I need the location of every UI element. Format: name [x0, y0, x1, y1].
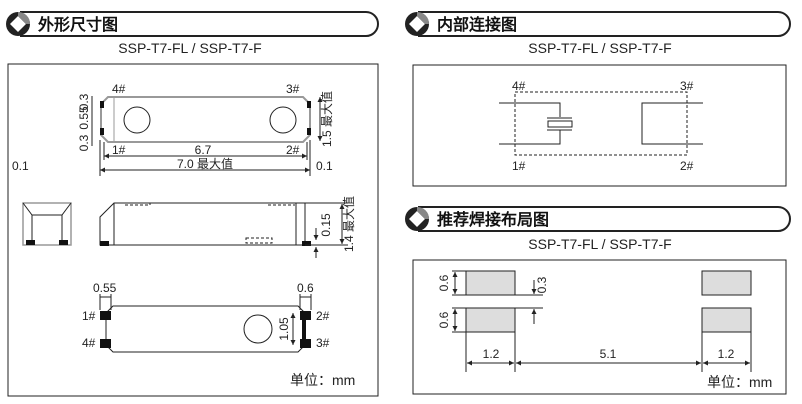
- section-title: 推荐焊接布局图: [437, 210, 549, 229]
- pin-label: 3#: [286, 82, 300, 96]
- dimension-label: 0.55: [77, 106, 91, 130]
- model-name: SSP-T7-FL / SSP-T7-F: [528, 40, 671, 56]
- pin-label: 2#: [316, 309, 330, 323]
- dimension-label: 0.6: [297, 281, 314, 295]
- pin-label: 1#: [82, 309, 96, 323]
- pin-label: 3#: [680, 79, 694, 93]
- dimension-label: 0.55: [93, 281, 117, 295]
- unit-label: 单位：mm: [290, 372, 355, 388]
- diamond-bullet-icon: [6, 12, 30, 36]
- bottom-view: 1.05 0.55 0.6 1# 4# 2# 3#: [82, 281, 330, 353]
- internal-circuit: 4# 3# 1# 2#: [499, 79, 703, 173]
- pin-label: 1#: [112, 143, 126, 157]
- outline-frame: [7, 63, 379, 397]
- dimension-label: 6.7: [195, 143, 212, 157]
- pin-label: 2#: [680, 159, 694, 173]
- side-view: 0.15 1.4 最大值: [99, 196, 356, 258]
- section-title: 外形尺寸图: [37, 15, 118, 34]
- dimension-label: 5.1: [600, 347, 617, 361]
- top-view: 4# 3# 1# 2# 6.7 7.0 最大值 0.1 0.1 0.3 0.55…: [12, 82, 334, 176]
- diamond-bullet-icon: [405, 207, 429, 231]
- dimension-label: 0.6: [437, 311, 451, 328]
- model-name: SSP-T7-FL / SSP-T7-F: [528, 236, 671, 252]
- footprint-frame: [412, 259, 787, 395]
- dimension-label: 1.4 最大值: [341, 196, 356, 252]
- pin-label: 4#: [112, 82, 126, 96]
- diamond-bullet-icon: [405, 12, 429, 36]
- section-title: 内部连接图: [437, 15, 517, 34]
- model-name: SSP-T7-FL / SSP-T7-F: [118, 40, 261, 56]
- dimension-label: 1.05: [277, 317, 291, 341]
- dimension-label: 1.2: [483, 347, 500, 361]
- pin-label: 4#: [512, 79, 526, 93]
- internal-frame: [412, 64, 787, 187]
- dimension-label: 0.3: [535, 276, 549, 293]
- section-header-footprint: 推荐焊接布局图: [405, 206, 791, 232]
- pin-label: 1#: [512, 159, 526, 173]
- dimension-label: 0.6: [437, 274, 451, 291]
- dimension-label: 1.5 最大值: [319, 91, 334, 147]
- dimension-label: 0.1: [12, 159, 29, 173]
- dimension-label: 0.3: [77, 134, 91, 151]
- end-view: [22, 202, 72, 246]
- dimension-label: 7.0 最大值: [177, 156, 233, 171]
- dimension-label: 0.3: [77, 93, 91, 110]
- dimension-label: 1.2: [718, 347, 735, 361]
- pin-label: 3#: [316, 336, 330, 350]
- section-header-outline: 外形尺寸图: [6, 11, 379, 37]
- footprint-pads: 0.6 0.6 0.3 1.2 5.1 1.2: [437, 270, 752, 372]
- dimension-label: 0.1: [316, 159, 333, 173]
- section-header-internal: 内部连接图: [405, 11, 791, 37]
- pin-label: 4#: [82, 336, 96, 350]
- pin-label: 2#: [286, 143, 300, 157]
- unit-label: 单位：mm: [707, 374, 772, 390]
- dimension-label: 0.15: [319, 213, 333, 237]
